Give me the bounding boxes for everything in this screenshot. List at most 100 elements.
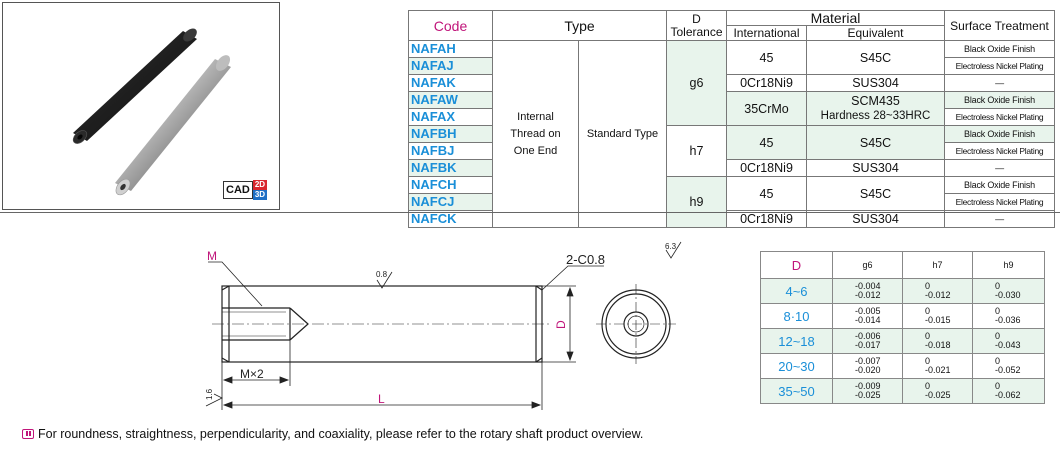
equiv-sus304-b: SUS304 xyxy=(806,159,945,177)
tol-upper: 0 xyxy=(995,381,1001,391)
tol-upper: -0.005 xyxy=(855,306,881,316)
tol-g6-cell: -0.004-0.012 xyxy=(832,278,903,304)
cad-badge[interactable]: CAD 2D 3D xyxy=(223,180,268,200)
roughness-63-label: 6.3 xyxy=(665,242,677,251)
tol-lower: -0.018 xyxy=(925,340,951,350)
note-icon xyxy=(22,429,34,439)
tol-h9-cell: 0-0.036 xyxy=(972,303,1045,329)
tol-upper: 0 xyxy=(925,281,931,291)
surface-none-b: — xyxy=(944,159,1055,177)
tol-h7: h7 xyxy=(666,125,727,177)
d-label: D xyxy=(554,320,568,329)
tol-g6-cell: -0.006-0.017 xyxy=(832,328,903,354)
roughness-08-label: 0.8 xyxy=(376,270,388,279)
intl-cr-c: 0Cr18Ni9 xyxy=(726,210,807,228)
tol-h7-cell: 0-0.021 xyxy=(902,353,973,379)
code-nafbj[interactable]: NAFBJ xyxy=(408,142,493,160)
intl-crmo: 35CrMo xyxy=(726,91,807,126)
footnote-text: For roundness, straightness, perpendicul… xyxy=(38,427,644,441)
intl-cr-b: 0Cr18Ni9 xyxy=(726,159,807,177)
tol-lower: -0.030 xyxy=(995,290,1021,300)
code-nafcj[interactable]: NAFCJ xyxy=(408,193,493,211)
surface-black-d: Black Oxide Finish xyxy=(944,176,1055,194)
surface-black-b: Black Oxide Finish xyxy=(944,91,1055,109)
type-internal-thread: Internal Thread on One End xyxy=(492,40,579,228)
cad-2d-badge[interactable]: 2D xyxy=(252,180,268,190)
code-nafax[interactable]: NAFAX xyxy=(408,108,493,126)
footnote: For roundness, straightness, perpendicul… xyxy=(22,427,643,441)
tol-lower: -0.025 xyxy=(925,390,951,400)
surface-none-c: — xyxy=(944,210,1055,228)
code-nafck[interactable]: NAFCK xyxy=(408,210,493,228)
equiv-s45c-b: S45C xyxy=(806,125,945,160)
code-nafaj[interactable]: NAFAJ xyxy=(408,57,493,75)
tol-upper: -0.004 xyxy=(855,281,881,291)
table-row: 20~30 -0.007-0.020 0-0.021 0-0.052 xyxy=(760,353,1045,379)
tol-lower: -0.036 xyxy=(995,315,1021,325)
tol-lower: -0.014 xyxy=(855,315,881,325)
spec-table: Code Type D Tolerance Material Surface T… xyxy=(408,10,1055,228)
d-dimension xyxy=(542,285,576,363)
tol-h7-cell: 0-0.012 xyxy=(902,278,973,304)
tol-lower: -0.025 xyxy=(855,390,881,400)
equiv-s45c-a: S45C xyxy=(806,40,945,75)
tol-header-h9: h9 xyxy=(972,251,1045,279)
tol-lower: -0.017 xyxy=(855,340,881,350)
tol-upper: 0 xyxy=(925,381,931,391)
code-nafaw[interactable]: NAFAW xyxy=(408,91,493,109)
table-row: 8·10 -0.005-0.014 0-0.015 0-0.036 xyxy=(760,303,1045,329)
type-standard: Standard Type xyxy=(578,40,667,228)
equiv-scm435: SCM435 xyxy=(851,94,900,108)
tol-g6: g6 xyxy=(666,40,727,126)
l-dimension xyxy=(222,362,543,410)
tol-h7-cell: 0-0.025 xyxy=(902,378,973,404)
tol-upper: 0 xyxy=(925,306,931,316)
mx2-label: M×2 xyxy=(240,367,264,381)
header-d-label: D xyxy=(692,11,701,26)
tol-upper: -0.009 xyxy=(855,381,881,391)
intl-45-c: 45 xyxy=(726,176,807,211)
tol-h9: h9 xyxy=(666,176,727,228)
tol-d: 35~50 xyxy=(760,378,833,404)
code-nafbk[interactable]: NAFBK xyxy=(408,159,493,177)
section-divider xyxy=(0,212,1060,213)
tol-h9-cell: 0-0.062 xyxy=(972,378,1045,404)
end-view xyxy=(596,284,676,364)
tol-lower: -0.012 xyxy=(855,290,881,300)
tol-lower: -0.021 xyxy=(925,365,951,375)
surface-nickel-b: Electroless Nickel Plating xyxy=(944,108,1055,126)
tol-lower: -0.015 xyxy=(925,315,951,325)
tol-h7-cell: 0-0.018 xyxy=(902,328,973,354)
header-type: Type xyxy=(492,10,667,41)
tol-lower: -0.062 xyxy=(995,390,1021,400)
table-row: 12~18 -0.006-0.017 0-0.018 0-0.043 xyxy=(760,328,1045,354)
tapped-hole xyxy=(222,307,309,341)
code-nafch[interactable]: NAFCH xyxy=(408,176,493,194)
roughness-16-symbol xyxy=(205,393,223,407)
header-surface-treatment: Surface Treatment xyxy=(944,10,1055,41)
tolerance-table: D g6 h7 h9 4~6 -0.004-0.012 0-0.012 0-0.… xyxy=(760,251,1045,404)
code-nafbh[interactable]: NAFBH xyxy=(408,125,493,143)
tol-h7-cell: 0-0.015 xyxy=(902,303,973,329)
tol-upper: -0.007 xyxy=(855,356,881,366)
tol-g6-cell: -0.009-0.025 xyxy=(832,378,903,404)
m-label: M xyxy=(207,249,217,263)
tol-d: 20~30 xyxy=(760,353,833,379)
silver-shaft xyxy=(115,55,231,196)
surface-black-a: Black Oxide Finish xyxy=(944,40,1055,58)
header-tolerance-label: Tolerance xyxy=(670,24,723,39)
surface-black-c: Black Oxide Finish xyxy=(944,125,1055,143)
table-row: 4~6 -0.004-0.012 0-0.012 0-0.030 xyxy=(760,278,1045,304)
tol-upper: -0.006 xyxy=(855,331,881,341)
code-nafah[interactable]: NAFAH xyxy=(408,40,493,58)
tol-h9-cell: 0-0.052 xyxy=(972,353,1045,379)
tol-h9-cell: 0-0.043 xyxy=(972,328,1045,354)
mx2-dimension xyxy=(221,340,291,410)
code-nafak[interactable]: NAFAK xyxy=(408,74,493,92)
tol-d: 8·10 xyxy=(760,303,833,329)
header-international: International xyxy=(726,25,807,41)
chamfer-label: 2-C0.8 xyxy=(566,252,605,267)
tol-upper: 0 xyxy=(995,331,1001,341)
tol-header-h7: h7 xyxy=(902,251,973,279)
cad-3d-badge[interactable]: 3D xyxy=(252,190,268,200)
